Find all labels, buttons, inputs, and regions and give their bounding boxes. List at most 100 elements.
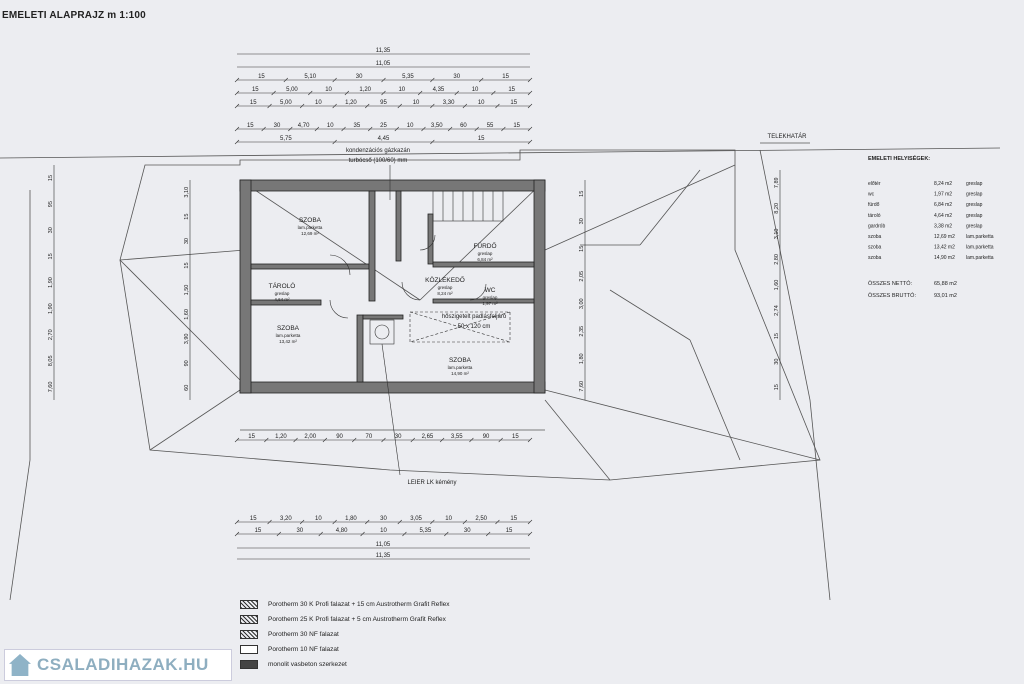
dim-bottom-row1-tick <box>293 437 298 443</box>
dim-top-row5-tick <box>365 103 370 109</box>
dim-bottom-row1-tick <box>351 437 357 443</box>
walls <box>239 179 546 394</box>
dim-top-row3-tick <box>332 77 337 83</box>
dim-bottom-row3-tick <box>234 531 240 537</box>
schedule-room: előtér <box>868 181 881 187</box>
dim-top-row6-tick <box>341 126 346 132</box>
dim-bottom-row3-tick <box>318 531 323 537</box>
room-name: SZOBA <box>449 357 472 364</box>
drawing-title: EMELETI ALAPRAJZ m 1:100 <box>2 10 146 21</box>
dim-right-a-label: 2,05 <box>579 271 585 282</box>
dim-top-row6-label: 15 <box>513 123 520 129</box>
dim-bottom-row2-label: 10 <box>445 516 452 522</box>
dim-bottom-row2-tick <box>332 519 337 525</box>
schedule-floor: greslap <box>966 181 983 187</box>
dim-top-row5-tick <box>332 103 337 109</box>
dim-top-row5-tick <box>527 103 533 109</box>
legend-label: Porotherm 25 K Profi falazat + 5 cm Aust… <box>268 616 446 623</box>
dim-top-row6-label: 25 <box>380 123 387 129</box>
dim-left-b-label: 60 <box>184 385 190 391</box>
roof-ridge-4 <box>419 179 546 301</box>
schedule-room: szoba <box>868 245 882 251</box>
watermark: CSALADIHAZAK.HU <box>4 649 232 681</box>
dim-right-a-label: 30 <box>579 218 585 224</box>
roof-ridge-7 <box>544 399 611 481</box>
dim-left-b-label: 15 <box>184 214 190 220</box>
door-swing <box>419 234 436 251</box>
attic-hatch-label: hőszigetelt padlásfeljáró <box>442 314 507 320</box>
dim-left-a-label: 2,70 <box>48 329 54 340</box>
dim-top-row4-label: 10 <box>325 87 332 93</box>
schedule-gross-label: ÖSSZES BRUTTÓ: <box>868 292 916 299</box>
schedule-floor: greslap <box>966 213 983 219</box>
dim-top-row6-label: 10 <box>407 123 414 129</box>
roof-ridge-2 <box>149 389 241 451</box>
dim-bottom-row2-tick <box>462 519 468 525</box>
dim-top-row4-label: 4,35 <box>433 87 445 93</box>
dim-bottom-row3-tick <box>444 531 449 537</box>
roof-ridge-5 <box>544 164 736 251</box>
legend-label: Porotherm 10 NF falazat <box>268 646 339 653</box>
dim-top-row6-tick <box>447 126 453 132</box>
room-area: 13,42 m² <box>279 339 297 344</box>
dim-top-row4-tick <box>491 90 496 96</box>
dim-top-row7-tick <box>234 139 240 145</box>
attic-hatch-x <box>409 311 511 343</box>
schedule-area: 3,38 m2 <box>934 223 952 229</box>
schedule-area: 12,69 m2 <box>934 234 955 240</box>
room-floor: greslap <box>275 291 290 296</box>
schedule-area: 6,84 m2 <box>934 202 952 208</box>
dim-bottom-row1-tick <box>381 437 386 443</box>
dim-bottom-row1-label: 15 <box>248 434 255 440</box>
wall-east <box>533 179 546 394</box>
dim-bottom-row1-label: 1,20 <box>275 434 287 440</box>
dim-left-a-label: 1,90 <box>48 303 54 314</box>
legend-swatch <box>240 660 258 669</box>
room-area: 4,64 m² <box>274 297 290 302</box>
dim-bottom-row1-label: 30 <box>395 434 402 440</box>
wall-north <box>239 179 546 192</box>
dim-top-row3-label: 15 <box>502 74 509 80</box>
wall-int-9 <box>362 314 404 320</box>
schedule-room: fürdő <box>868 202 880 208</box>
dim-top-row3-label: 5,35 <box>402 74 414 80</box>
dim-top-total-outer: 11,35 <box>376 48 391 54</box>
room-name: TÁROLÓ <box>269 281 296 290</box>
dim-top-total-inner: 11,05 <box>376 61 391 67</box>
dim-bottom-row1-tick <box>527 437 533 443</box>
legend-swatch <box>240 645 258 654</box>
dim-bottom-row3-tick <box>360 531 365 537</box>
room-name: KÖZLEKEDŐ <box>425 275 465 284</box>
room-name: WC <box>485 287 496 294</box>
dim-left-b-label: 15 <box>184 262 190 268</box>
dim-top-row3-tick <box>527 77 533 83</box>
dim-bottom-row2-label: 3,20 <box>280 516 292 522</box>
schedule-floor: lam.parketta <box>966 234 994 240</box>
legend-label: monolit vasbeton szerkezet <box>268 661 347 668</box>
door-swing <box>469 283 487 301</box>
dim-top-row6-tick <box>234 126 240 132</box>
dim-top-row5-label: 15 <box>510 100 517 106</box>
dim-bottom-row2-label: 2,50 <box>475 516 487 522</box>
dim-bottom-row1-tick <box>410 437 416 443</box>
dim-bottom-row1-label: 15 <box>512 434 519 440</box>
dim-bottom-total-inner: 11,05 <box>376 542 391 548</box>
dim-top-row7-tick <box>332 139 337 145</box>
dim-bottom-row1-label: 2,65 <box>422 434 434 440</box>
legend-item: Porotherm 25 K Profi falazat + 5 cm Aust… <box>240 615 446 624</box>
dim-bottom-row3-label: 30 <box>296 528 303 534</box>
dim-bottom-row3-label: 10 <box>380 528 387 534</box>
attic-hatch-size: 50 x 120 cm <box>458 324 491 330</box>
plot-boundary-label: TELEKHATÁR <box>768 133 808 140</box>
dim-bottom-row2-label: 30 <box>380 516 387 522</box>
dim-top-row6-tick <box>367 126 373 132</box>
dim-bottom-total-outer: 11,35 <box>376 553 391 559</box>
dim-top-row5-tick <box>234 103 240 109</box>
dim-top-row5-label: 10 <box>315 100 322 106</box>
roof-ridge-6 <box>544 389 821 461</box>
dim-right-b-label: 2,80 <box>774 254 780 265</box>
room-name: SZOBA <box>277 325 300 332</box>
dim-bottom-row2-tick <box>267 519 272 525</box>
dim-left-b-label: 3,90 <box>184 334 190 345</box>
